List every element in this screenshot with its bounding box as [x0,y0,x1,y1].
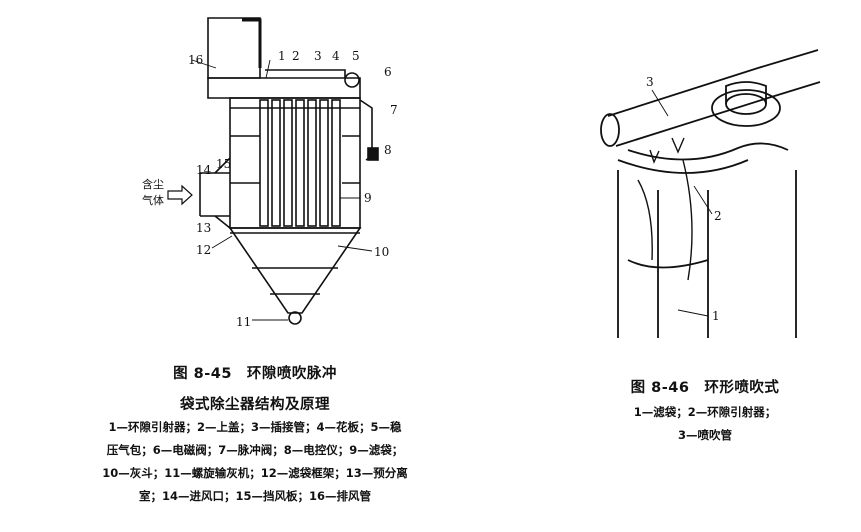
figure-8-46-title: 图 8-46 环形喷吹式 [630,380,780,396]
part-label-6: 6 [384,65,392,79]
figure-8-45-legend-line: 10—灰斗；11—螺旋输灰机；12—滤袋框架；13—预分离 [102,466,408,480]
figure-8-46-drawing: 3 2 1 [588,20,828,340]
figure-8-45-legend-line: 1—环隙引射器；2—上盖；3—插接管；4—花板；5—稳 [108,420,402,434]
screw-conveyor [288,311,302,325]
ash-hopper [228,227,362,314]
part-label-3: 3 [646,75,654,89]
pulse-valve [344,72,360,88]
part-label-16: 16 [188,53,203,67]
figure-8-46-legend-line1: 1—滤袋；2—环隙引射器； [633,405,777,419]
figure-8-45-caption: 图 8-45 环隙喷吹脉冲 袋式除尘器结构及原理 1—环隙引射器；2—上盖；3—… [0,362,510,508]
part-label-14: 14 [196,163,212,177]
part-label-3: 3 [314,49,322,63]
part-label-4: 4 [332,49,340,63]
part-label-1: 1 [278,49,286,63]
part-label-9: 9 [364,191,372,205]
filter-bag [617,170,797,338]
part-label-2: 2 [714,209,722,223]
figure-8-45-legend-line: 压气包；6—电磁阀；7—脉冲阀；8—电控仪；9—滤袋； [106,443,404,457]
ring-ejector [627,142,789,161]
part-label-15: 15 [216,157,231,171]
part-label-8: 8 [384,143,392,157]
part-label-10: 10 [374,245,389,259]
exhaust-pipe [207,17,261,79]
part-label-11: 11 [236,315,251,329]
part-label-13: 13 [196,221,211,235]
figure-8-45-title-line2: 袋式除尘器结构及原理 [180,397,330,413]
inlet-label-line1: 含尘 [142,177,164,191]
figure-8-46-legend-line2: 3—喷吹管 [677,428,732,442]
inlet-label-line2: 气体 [142,193,164,207]
part-label-1: 1 [712,309,720,323]
filter-bags [259,99,341,227]
figure-8-45-title-line1: 图 8-45 环隙喷吹脉冲 [173,366,337,382]
top-cover [207,77,361,99]
figure-8-46-caption: 图 8-46 环形喷吹式 1—滤袋；2—环隙引射器； 3—喷吹管 [570,376,840,447]
figure-8-45-drawing: 16 1 2 3 4 5 6 7 8 9 10 11 12 13 14 15 含… [120,8,420,338]
part-label-5: 5 [352,49,360,63]
figure-8-45-legend-line: 室；14—进风口；15—挡风板；16—排风管 [138,489,371,503]
part-label-7: 7 [390,103,398,117]
part-label-2: 2 [292,49,300,63]
part-label-12: 12 [196,243,211,257]
